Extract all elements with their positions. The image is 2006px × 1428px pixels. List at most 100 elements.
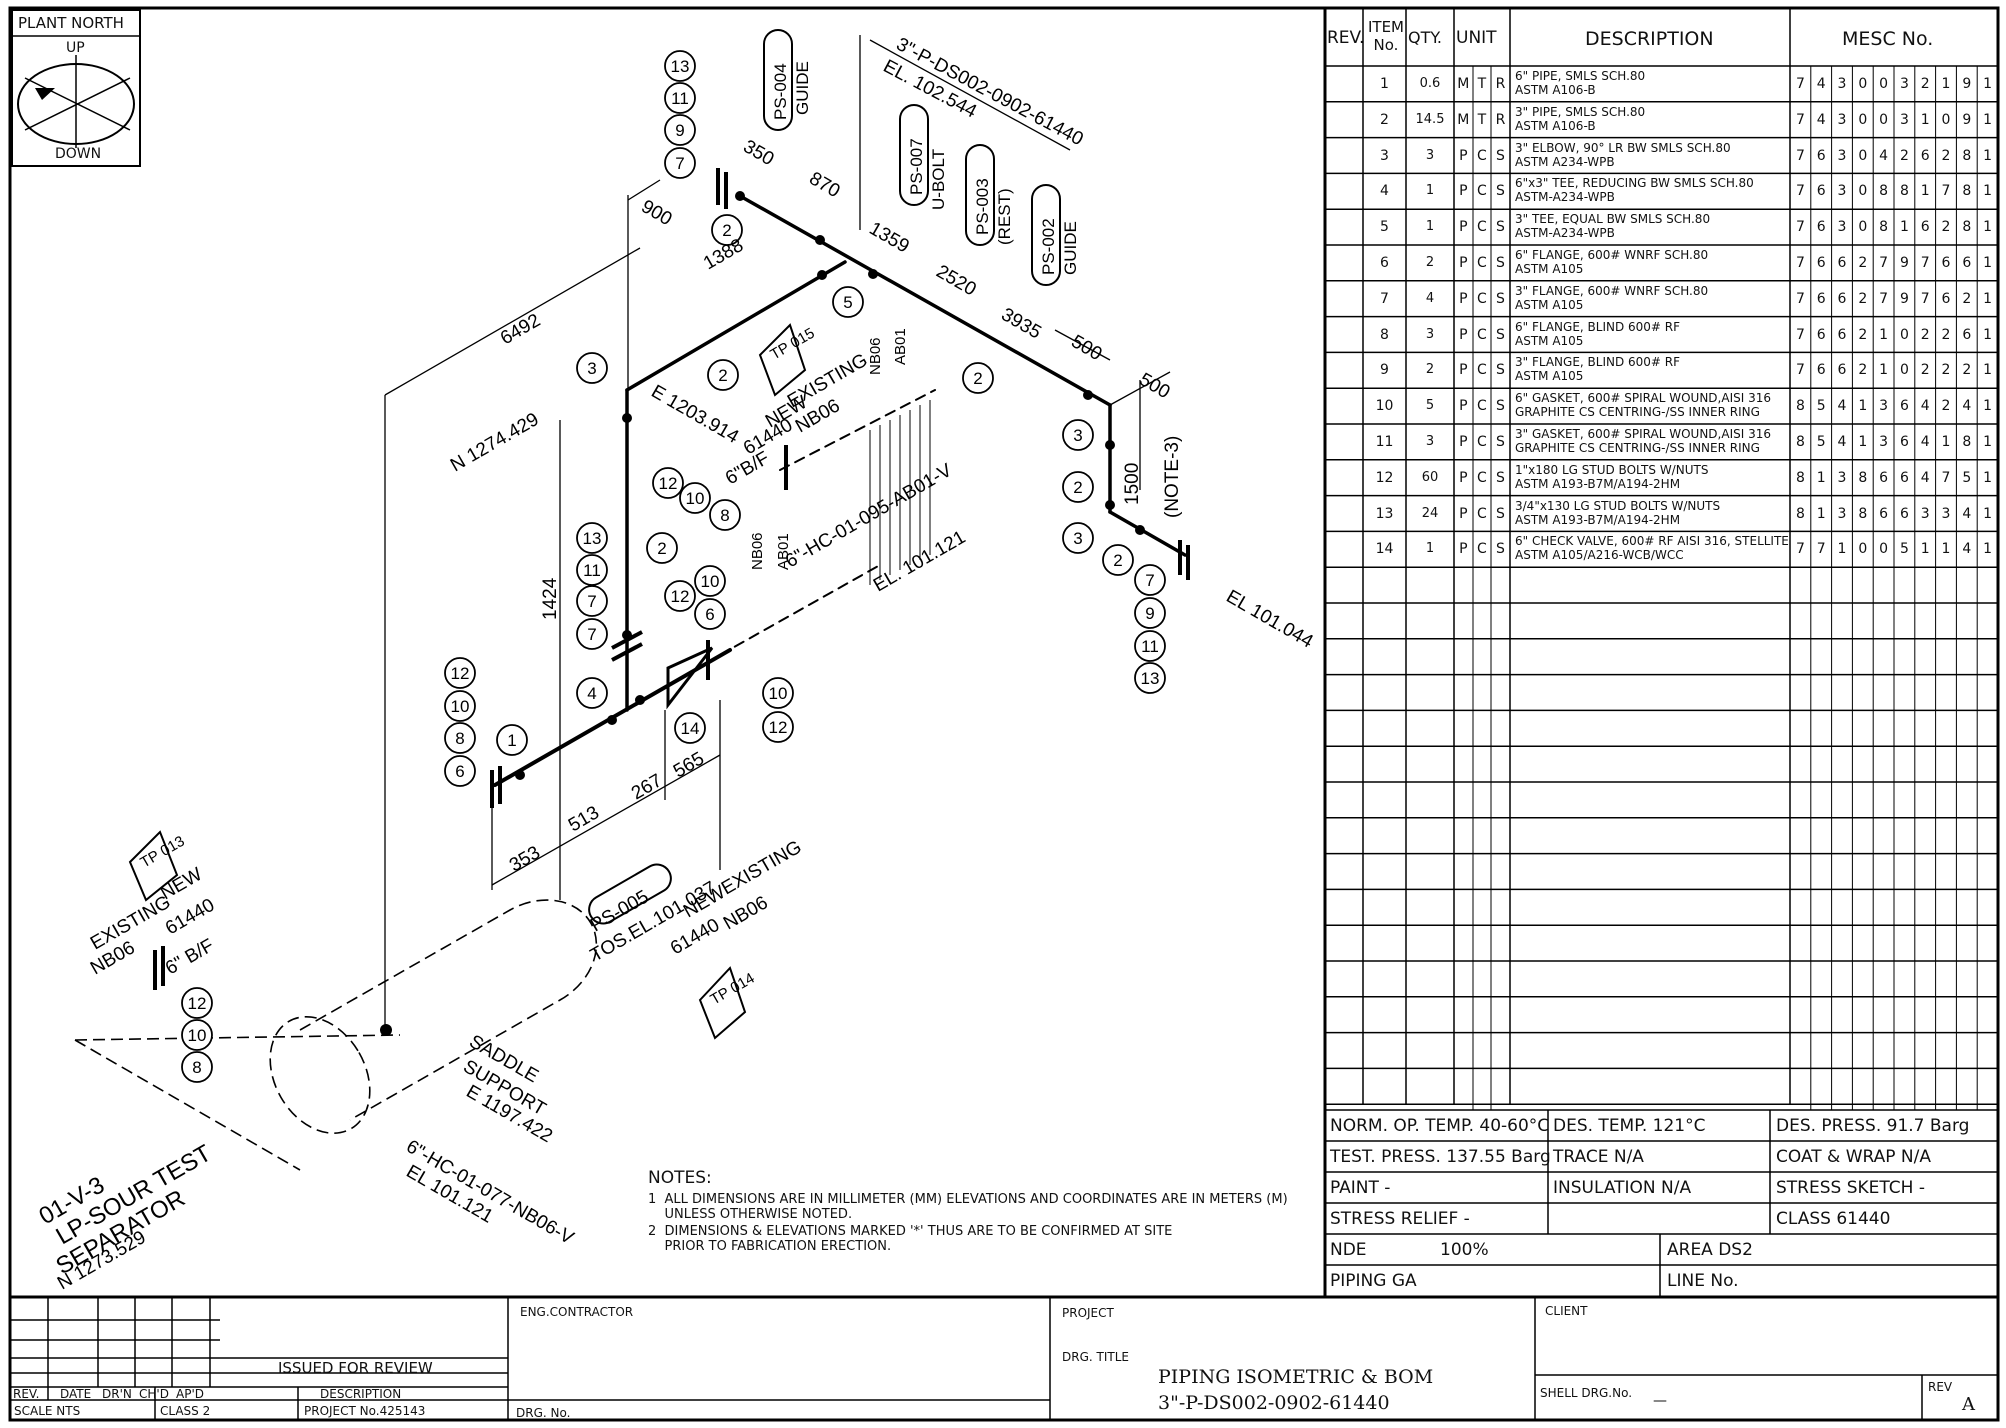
item-balloon [1062,471,1094,503]
bom-desc-line-1: 6"x3" TEE, REDUCING BW SMLS SCH.80 [1515,176,1754,191]
item-balloon [674,712,706,744]
dim-900: 900 [638,196,676,230]
bom-qty: 2 [1425,255,1435,270]
item-balloon-number: 7 [1145,571,1154,590]
item-balloon [576,677,608,709]
tp015-nb06-v: NB06 [867,337,884,375]
bom-item-no: 13 [1375,505,1394,522]
nde: NDE [1330,1240,1367,1260]
bom-unit-char: P [1459,147,1468,164]
item-balloon [1134,662,1166,694]
pipe-supports [763,29,1061,286]
bom-mesc-digit: 2 [1858,255,1868,271]
bom-qty: 3 [1425,326,1435,342]
bom-mesc-digit: 0 [1941,111,1951,128]
bom-unit-char: S [1496,219,1505,236]
bom-mesc-digit: 1 [1920,183,1930,200]
bom-mesc-digit: 1 [1941,76,1951,92]
note-line-1: 1 ALL DIMENSIONS ARE IN MILLIMETER (MM) … [648,1192,1288,1207]
item-balloon [576,554,608,586]
item-balloon-number: 13 [1141,669,1160,688]
drawing-title-2: 3"-P-DS002-0902-61440 [1158,1392,1390,1414]
check-valve [666,646,714,710]
bom-mesc-digit: 8 [1962,434,1972,450]
bom-mesc-digit: 7 [1920,255,1930,271]
bom-mesc-digit: 6 [1837,362,1847,379]
dim-350: 350 [740,136,778,170]
item-balloon-number: 13 [583,529,602,548]
bom-desc-line-2: ASTM A105/A216-WCB/WCC [1515,548,1684,563]
bom-mesc-digit: 8 [1858,469,1868,486]
ps005-tag [588,863,672,925]
bom-mesc-digit: 2 [1941,147,1951,164]
bom-mesc-digit: 7 [1795,541,1805,558]
bom-desc-line-2: ASTM A105 [1515,262,1584,276]
bom-mesc-digit: 8 [1879,219,1889,236]
bom-mesc-digit: 7 [1941,469,1951,486]
bom-mesc-digit: 4 [1920,434,1930,450]
item-balloon [832,286,864,318]
bom-mesc-digit: 0 [1858,147,1868,164]
bom-mesc-digit: 0 [1879,541,1889,558]
item-balloon [664,50,696,82]
bom-mesc-digit: 6 [1899,398,1909,415]
item-balloon-number: 11 [1141,637,1159,656]
bom-mesc-digit: 7 [1795,111,1805,128]
bom-mesc-digit: 1 [1983,326,1993,343]
plant-north-down: DOWN [55,146,102,162]
nde-value: 100% [1440,1240,1489,1260]
bom-desc-line-2: ASTM A105 [1515,333,1584,348]
rev-value: A [1962,1394,1975,1415]
item-balloon [694,565,726,597]
bom-unit-char: S [1496,255,1505,271]
item-balloon [181,1019,213,1051]
bom-item-no: 8 [1380,326,1389,343]
bom-unit-char: S [1496,362,1505,379]
bom-mesc-digit: 8 [1899,183,1909,200]
item-balloon-number: 12 [671,587,690,606]
bom-item-no: 10 [1375,398,1394,415]
drg-no: DRG. No. [516,1406,571,1420]
bom-mesc-digit: 1 [1983,76,1993,92]
bom-item-no: 1 [1380,76,1389,92]
item-balloon [444,690,476,722]
shell-drg-no: SHELL DRG.No. [1540,1386,1633,1400]
item-balloon [576,522,608,554]
bom-desc-line-2: ASTM A234-WPB [1515,154,1615,169]
item-balloon-number: 10 [769,684,788,703]
weld-points [380,191,1145,1036]
bom-mesc-digit: 1 [1983,362,1993,379]
bom-desc-line-1: 6" CHECK VALVE, 600# RF AISI 316, STELLI… [1515,534,1789,549]
dim-1359: 1359 [866,218,913,257]
bom-mesc-digit: 6 [1899,434,1909,450]
bom-item-no: 3 [1380,147,1389,164]
bom-mesc-digit: 1 [1983,434,1993,450]
apd-header: AP'D [176,1387,204,1401]
bom-item-no: 12 [1375,469,1394,486]
bom-header-mesc: MESC No. [1842,28,1934,50]
drawing-title-1: PIPING ISOMETRIC & BOM [1158,1366,1434,1388]
bom-unit-char: S [1496,183,1505,200]
bom-desc-line-1: 6" PIPE, SMLS SCH.80 [1515,69,1646,83]
bom-mesc-digit: 7 [1795,183,1805,200]
stress-sketch: STRESS SKETCH - [1776,1178,1925,1198]
bom-mesc-digit: 4 [1879,147,1889,164]
bf6b-label: 6" B/F [162,935,218,979]
item-balloon [1062,419,1094,451]
bom-mesc-digit: 2 [1858,290,1868,307]
bom-unit-char: M [1457,111,1470,128]
bom-unit-char: S [1496,147,1505,164]
coord-e: E 1203.914 [648,381,743,448]
eng-contractor: ENG.CONTRACTOR [520,1305,634,1319]
bom-mesc-digit: 1 [1983,541,1993,558]
item-balloon-number: 7 [587,625,596,644]
bom-mesc-digit: 3 [1837,183,1847,200]
bom-mesc-digit: 3 [1837,147,1847,164]
vessel-separator [74,899,598,1171]
bom-unit-char: P [1459,362,1468,379]
item-balloon-number: 2 [973,369,982,388]
item-balloon-number: 14 [681,719,700,738]
bom-desc-line-2: GRAPHITE CS CENTRING-/SS INNER RING [1515,405,1760,420]
